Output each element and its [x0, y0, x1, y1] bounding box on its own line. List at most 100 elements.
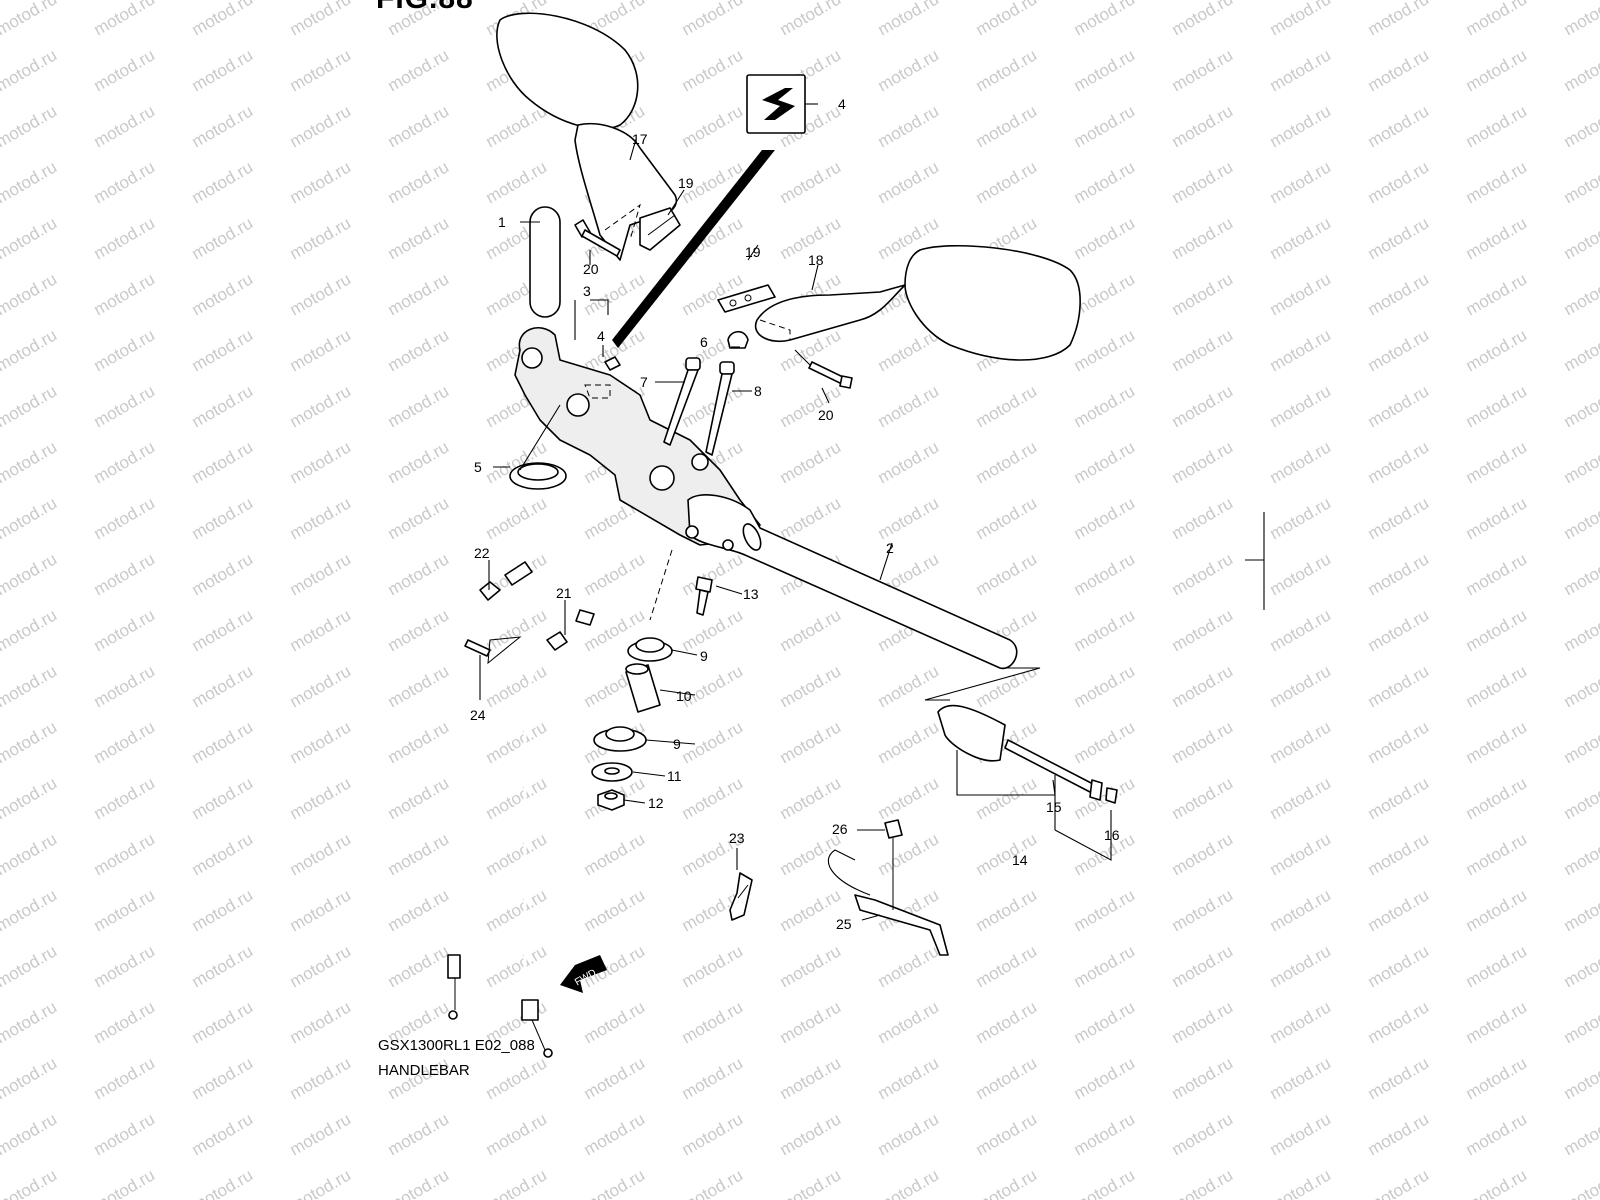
- watermark-text: motod.ru: [1267, 661, 1335, 711]
- watermark-text: motod.ru: [1267, 717, 1335, 767]
- watermark-text: motod.ru: [1267, 101, 1335, 151]
- watermark-text: motod.ru: [483, 605, 551, 655]
- watermark-text: motod.ru: [1561, 45, 1600, 95]
- watermark-text: motod.ru: [0, 1165, 60, 1200]
- watermark-text: motod.ru: [679, 101, 747, 151]
- watermark-text: motod.ru: [1365, 997, 1433, 1047]
- watermark-text: motod.ru: [287, 325, 355, 375]
- watermark-text: motod.ru: [1071, 717, 1139, 767]
- watermark-text: motod.ru: [287, 941, 355, 991]
- watermark-text: motod.ru: [1169, 773, 1237, 823]
- watermark-text: motod.ru: [581, 1165, 649, 1200]
- watermark-text: motod.ru: [777, 1165, 845, 1200]
- watermark-text: motod.ru: [385, 381, 453, 431]
- watermark-text: motod.ru: [1365, 1109, 1433, 1159]
- watermark-text: motod.ru: [1463, 717, 1531, 767]
- part-right-mirror-bracket: [717, 284, 776, 313]
- watermark-text: motod.ru: [1365, 1053, 1433, 1103]
- part-left-mirror-bolt: [574, 219, 621, 257]
- watermark-text: motod.ru: [287, 717, 355, 767]
- watermark-text: motod.ru: [973, 101, 1041, 151]
- part-bolt-8: [705, 361, 735, 456]
- watermark-text: motod.ru: [189, 997, 257, 1047]
- watermark-text: motod.ru: [1267, 325, 1335, 375]
- watermark-text: motod.ru: [875, 997, 943, 1047]
- watermark-text: motod.ru: [777, 605, 845, 655]
- watermark-text: motod.ru: [1169, 885, 1237, 935]
- watermark-text: motod.ru: [1463, 213, 1531, 263]
- watermark-text: motod.ru: [1365, 45, 1433, 95]
- watermark-text: motod.ru: [0, 213, 60, 263]
- watermark-text: motod.ru: [91, 773, 159, 823]
- watermark-text: motod.ru: [385, 661, 453, 711]
- callout-9-upper: 9: [700, 648, 708, 664]
- watermark-text: motod.ru: [91, 717, 159, 767]
- watermark-text: motod.ru: [1169, 213, 1237, 263]
- watermark-text: motod.ru: [91, 1109, 159, 1159]
- watermark-text: motod.ru: [91, 493, 159, 543]
- callout-20-right: 20: [818, 407, 834, 423]
- callout-4-emblem: 4: [838, 96, 846, 112]
- watermark-text: motod.ru: [679, 773, 747, 823]
- watermark-text: motod.ru: [91, 1165, 159, 1200]
- watermark-text: motod.ru: [1561, 1165, 1600, 1200]
- watermark-text: motod.ru: [385, 269, 453, 319]
- watermark-text: motod.ru: [91, 213, 159, 263]
- watermark-text: motod.ru: [777, 1053, 845, 1103]
- watermark-text: motod.ru: [1463, 0, 1531, 39]
- watermark-text: motod.ru: [287, 997, 355, 1047]
- watermark-text: motod.ru: [1365, 941, 1433, 991]
- watermark-text: motod.ru: [973, 773, 1041, 823]
- watermark-text: motod.ru: [483, 493, 551, 543]
- watermark-text: motod.ru: [189, 0, 257, 39]
- watermark-text: motod.ru: [875, 1053, 943, 1103]
- watermark-text: motod.ru: [189, 1109, 257, 1159]
- watermark-text: motod.ru: [1463, 45, 1531, 95]
- watermark-text: motod.ru: [287, 381, 355, 431]
- watermark-text: motod.ru: [1267, 605, 1335, 655]
- watermark-text: motod.ru: [1267, 381, 1335, 431]
- watermark-text: motod.ru: [0, 269, 60, 319]
- callout-17: 17: [632, 131, 648, 147]
- watermark-text: motod.ru: [91, 101, 159, 151]
- watermark-text: motod.ru: [189, 1165, 257, 1200]
- watermark-text: motod.ru: [483, 773, 551, 823]
- callout-21: 21: [556, 585, 572, 601]
- watermark-text: motod.ru: [875, 1109, 943, 1159]
- watermark-text: motod.ru: [1267, 941, 1335, 991]
- watermark-text: motod.ru: [1561, 885, 1600, 935]
- watermark-text: motod.ru: [875, 829, 943, 879]
- figure-code: GSX1300RL1 E02_088: [378, 1037, 535, 1054]
- watermark-text: motod.ru: [483, 717, 551, 767]
- watermark-text: motod.ru: [0, 437, 60, 487]
- watermark-text: motod.ru: [189, 437, 257, 487]
- watermark-text: motod.ru: [1561, 829, 1600, 879]
- watermark-text: motod.ru: [777, 941, 845, 991]
- callout-labels: 1 2 3 4 4 5 6 7 8 9 9 10 11 12 13 14 15 …: [470, 96, 1120, 932]
- watermark-text: motod.ru: [1071, 549, 1139, 599]
- watermark-text: motod.ru: [1169, 1053, 1237, 1103]
- part-nut-12: [597, 789, 625, 811]
- part-guide-25: [827, 849, 949, 956]
- watermark-text: motod.ru: [1463, 1109, 1531, 1159]
- watermark-text: motod.ru: [1071, 493, 1139, 543]
- callout-25: 25: [836, 916, 852, 932]
- callout-11: 11: [667, 768, 682, 784]
- callout-14: 14: [1012, 852, 1028, 868]
- watermark-text: motod.ru: [875, 437, 943, 487]
- watermark-text: motod.ru: [287, 1053, 355, 1103]
- watermark-text: motod.ru: [1561, 325, 1600, 375]
- watermark-text: motod.ru: [679, 1053, 747, 1103]
- watermark-text: motod.ru: [1365, 269, 1433, 319]
- watermark-text: motod.ru: [0, 885, 60, 935]
- watermark-text: motod.ru: [1365, 661, 1433, 711]
- watermark-text: motod.ru: [1267, 213, 1335, 263]
- watermark-text: motod.ru: [1169, 437, 1237, 487]
- watermark-text: motod.ru: [0, 829, 60, 879]
- part-bolt-7: [663, 357, 701, 446]
- part-handlebar-holder: [514, 326, 761, 546]
- watermark-text: motod.ru: [875, 1165, 943, 1200]
- watermark-text: motod.ru: [1267, 885, 1335, 935]
- watermark-text: motod.ru: [1169, 717, 1237, 767]
